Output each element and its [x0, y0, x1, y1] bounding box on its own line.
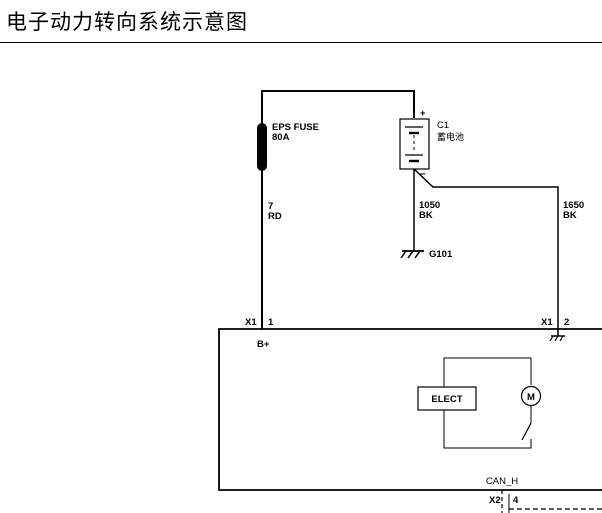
connector-x1-left: X1: [245, 317, 257, 328]
connector-x2: X2: [489, 495, 501, 506]
elect-label: ELECT: [431, 394, 462, 405]
eps-module-box: [218, 328, 602, 491]
fuse-label-line1: EPS FUSE: [272, 122, 319, 133]
motor-label: M: [527, 392, 535, 403]
motor-symbol: [520, 385, 542, 407]
bplus-label: B+: [257, 339, 270, 350]
eps-fuse: [257, 123, 267, 171]
connector-x1-left-pin: 1: [268, 317, 274, 328]
battery-minus: −: [420, 169, 426, 180]
ground-point-label: G101: [429, 249, 453, 260]
title-bar: 电子动力转向系统示意图: [0, 0, 602, 43]
wire-right-gauge: 1650: [563, 200, 584, 211]
motor-switch: [521, 422, 532, 441]
connector-x1-right-pin: 2: [564, 317, 569, 328]
wire-ground-gauge: 1050: [419, 200, 440, 211]
wire-right-color: BK: [563, 210, 577, 221]
connector-x2-pin: 4: [513, 495, 519, 506]
battery-name: 蓄电池: [437, 131, 464, 143]
wire-left-color: RD: [268, 211, 282, 222]
wire-right-branch: [413, 168, 559, 329]
battery-symbol: [399, 118, 430, 170]
page-title: 电子动力转向系统示意图: [6, 10, 248, 34]
chassis-ground-symbol: [549, 335, 565, 342]
fuse-label-line2: 80A: [272, 132, 290, 143]
ground-symbol: [400, 250, 424, 259]
connector-x1-right: X1: [541, 317, 553, 328]
elect-box: [417, 386, 477, 411]
wire-left-gauge: 7: [268, 201, 273, 212]
wire-ground-color: BK: [419, 210, 433, 221]
can-h-label: CAN_H: [486, 476, 518, 487]
battery-plus: +: [420, 108, 426, 119]
battery-id: C1: [437, 120, 449, 131]
top-wire: [261, 90, 415, 125]
